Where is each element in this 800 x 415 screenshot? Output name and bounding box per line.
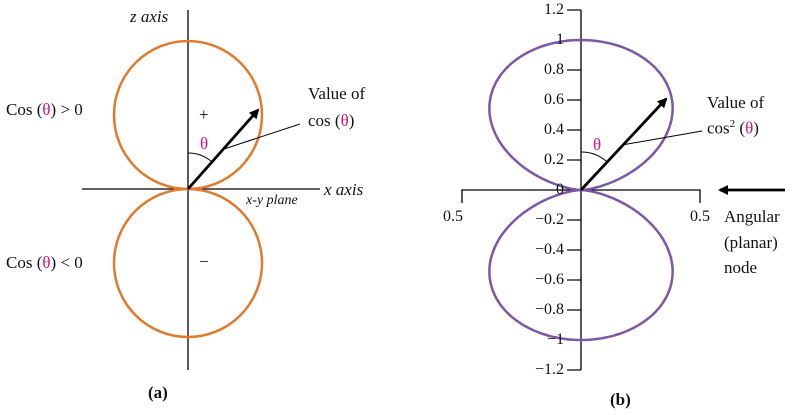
label-leader-line <box>223 123 301 150</box>
z-axis-label: z axis <box>130 7 169 26</box>
y-tick-label: 0.2 <box>544 151 564 168</box>
y-tick-label: 0.8 <box>544 61 564 78</box>
x-axis-label: x axis <box>324 180 364 199</box>
minus-sign: − <box>199 252 209 271</box>
value-label-line2: cos (θ) <box>308 111 355 130</box>
theta-arc <box>187 152 213 163</box>
caption-a: (a) <box>148 383 168 402</box>
value-label-line1: Value of <box>308 84 366 103</box>
y-tick-label: −1 <box>546 331 564 348</box>
y-tick-label: 0.4 <box>544 121 564 138</box>
y-tick-label: 1.2 <box>544 1 564 18</box>
node-label-line1: Angular <box>724 207 780 226</box>
value-label-b-line2: cos2 (θ) <box>707 118 759 138</box>
x-tick-right: 0.5 <box>690 208 710 225</box>
y-tick-label: −1.2 <box>534 361 564 378</box>
caption-b: (b) <box>610 390 631 409</box>
positive-label: Cos (θ) > 0 <box>6 100 83 119</box>
plus-sign: + <box>199 105 209 124</box>
y-tick-label: −0.8 <box>534 301 564 318</box>
negative-label: Cos (θ) < 0 <box>6 253 83 272</box>
y-tick-label: −0.2 <box>534 211 564 228</box>
theta-label-b: θ <box>593 135 602 154</box>
plane-label: x-y plane <box>246 193 298 208</box>
node-label-line3: node <box>724 258 758 277</box>
y-tick-label: −0.6 <box>534 271 564 288</box>
value-label-b-line1: Value of <box>707 93 765 112</box>
node-label-line2: (planar) <box>724 233 778 252</box>
theta-label: θ <box>200 134 209 153</box>
label-leader-line-b <box>621 130 703 146</box>
x-tick-left: 0.5 <box>443 208 463 225</box>
y-tick-label: 1 <box>556 31 564 48</box>
y-tick-label: 0 <box>556 181 564 198</box>
y-tick-label: 0.6 <box>544 91 564 108</box>
value-arrow <box>186 108 260 190</box>
y-tick-label: −0.4 <box>534 241 564 258</box>
cos-squared-lobes <box>488 38 674 342</box>
theta-arc-b <box>580 151 607 162</box>
